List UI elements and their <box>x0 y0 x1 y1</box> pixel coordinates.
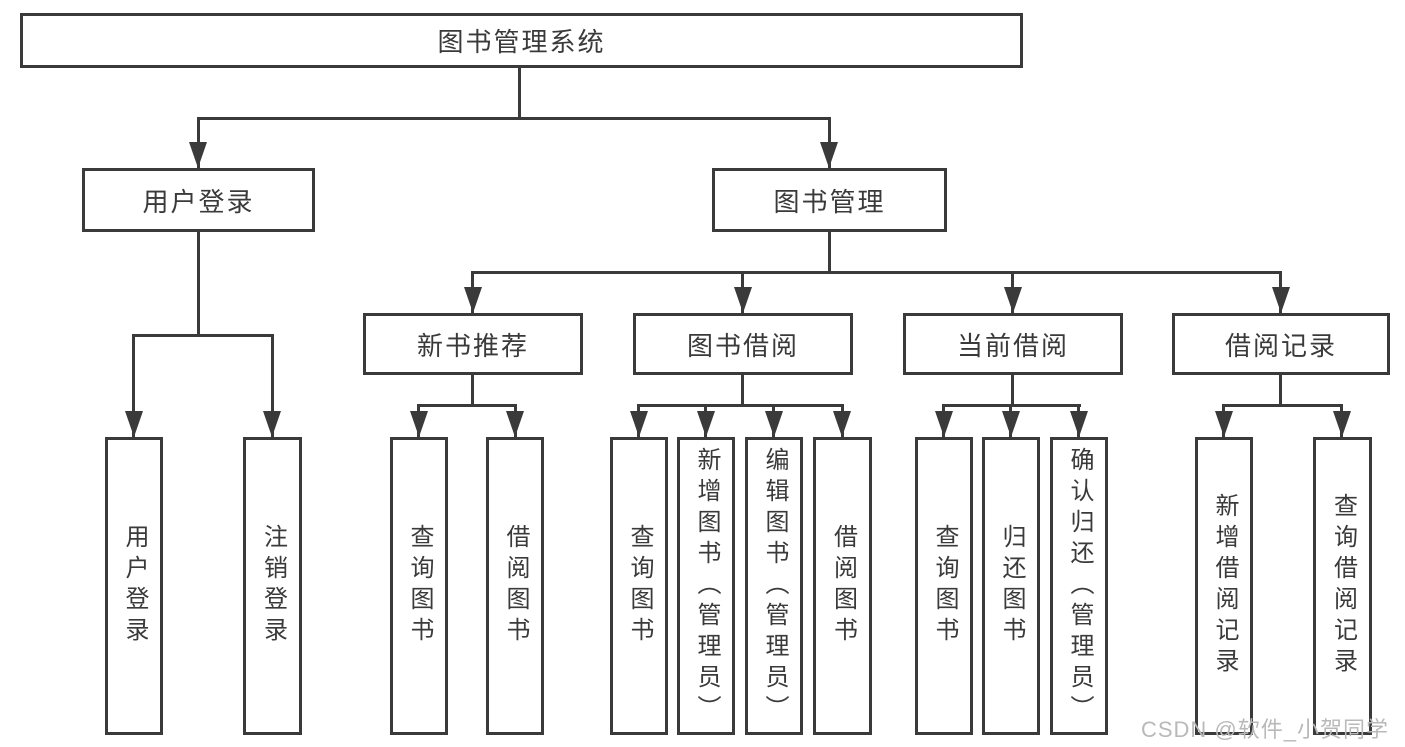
connector-line <box>417 404 516 407</box>
connector-line <box>471 375 474 405</box>
leaf-user-login: 用户登录 <box>105 437 163 735</box>
node-user-login: 用户登录 <box>82 168 315 232</box>
connector-line <box>132 334 135 437</box>
connector-line <box>828 232 831 272</box>
connector-line <box>271 334 274 437</box>
connector-line <box>1011 375 1014 405</box>
node-label: 查询借阅记录 <box>1329 493 1357 679</box>
node-current-borrow: 当前借阅 <box>903 313 1123 375</box>
node-label: 用户登录 <box>121 524 148 648</box>
leaf-borrow-books-1: 借阅图书 <box>486 437 544 735</box>
arrowhead-icon <box>263 411 281 437</box>
node-borrow-records: 借阅记录 <box>1172 313 1390 375</box>
node-label: 借阅图书 <box>829 524 857 648</box>
leaf-query-books-1: 查询图书 <box>390 437 448 735</box>
leaf-query-borrow-record: 查询借阅记录 <box>1313 437 1372 735</box>
arrowhead-icon <box>1215 411 1233 437</box>
arrowhead-icon <box>1272 287 1290 313</box>
node-label: 新增借阅记录 <box>1211 493 1238 679</box>
node-label: 查询图书 <box>406 524 433 648</box>
arrowhead-icon <box>1002 411 1020 437</box>
connector-line <box>471 271 1282 274</box>
connector-line <box>1279 375 1282 405</box>
watermark: CSDN @软件_小贺同学 <box>1140 717 1389 742</box>
arrowhead-icon <box>189 142 207 168</box>
node-label: 借阅图书 <box>502 524 529 648</box>
arrowhead-icon <box>464 287 482 313</box>
connector-line <box>741 375 744 405</box>
arrowhead-icon <box>734 287 752 313</box>
arrowhead-icon <box>833 411 851 437</box>
leaf-return-books: 归还图书 <box>982 437 1040 735</box>
arrowhead-icon <box>935 411 953 437</box>
leaf-query-books-3: 查询图书 <box>915 437 973 735</box>
connector-line <box>132 334 273 337</box>
node-label: 确认归还（管理员） <box>1066 446 1093 726</box>
node-label: 新书推荐 <box>416 330 529 361</box>
node-label: 用户登录 <box>142 186 255 217</box>
node-label: 查询图书 <box>626 524 653 648</box>
node-label: 图书管理 <box>773 186 886 217</box>
node-label: 当前借阅 <box>956 330 1069 361</box>
leaf-add-borrow-record: 新增借阅记录 <box>1195 437 1253 735</box>
node-book-management: 图书管理 <box>712 168 947 232</box>
arrowhead-icon <box>820 142 838 168</box>
node-label: 借阅记录 <box>1224 330 1337 361</box>
connector-line <box>197 117 830 120</box>
node-label: 注销登录 <box>259 524 287 648</box>
arrowhead-icon <box>410 411 428 437</box>
node-label: 查询图书 <box>931 524 958 648</box>
arrowhead-icon <box>1004 287 1022 313</box>
leaf-edit-books-admin: 编辑图书（管理员） <box>745 437 803 735</box>
node-label: 图书管理系统 <box>437 27 606 57</box>
node-label: 新增图书（管理员） <box>693 446 720 726</box>
node-root: 图书管理系统 <box>20 13 1023 68</box>
arrowhead-icon <box>506 411 524 437</box>
node-label: 编辑图书（管理员） <box>761 446 788 726</box>
node-label: 图书借阅 <box>686 330 799 361</box>
arrowhead-icon <box>630 411 648 437</box>
arrowhead-icon <box>765 411 783 437</box>
leaf-borrow-books-2: 借阅图书 <box>813 437 872 735</box>
leaf-add-books-admin: 新增图书（管理员） <box>677 437 735 735</box>
leaf-query-books-2: 查询图书 <box>610 437 668 735</box>
node-label: 归还图书 <box>998 524 1025 648</box>
node-new-book-recommend: 新书推荐 <box>363 313 583 375</box>
leaf-confirm-return-admin: 确认归还（管理员） <box>1050 437 1108 735</box>
arrowhead-icon <box>1333 411 1351 437</box>
connector-line <box>518 68 521 118</box>
connector-line <box>197 232 200 335</box>
connector-line <box>1222 404 1343 407</box>
arrowhead-icon <box>1070 411 1088 437</box>
leaf-logout: 注销登录 <box>243 437 302 735</box>
arrowhead-icon <box>125 411 143 437</box>
node-book-borrow: 图书借阅 <box>633 313 853 375</box>
arrowhead-icon <box>697 411 715 437</box>
connector-line <box>637 404 844 407</box>
